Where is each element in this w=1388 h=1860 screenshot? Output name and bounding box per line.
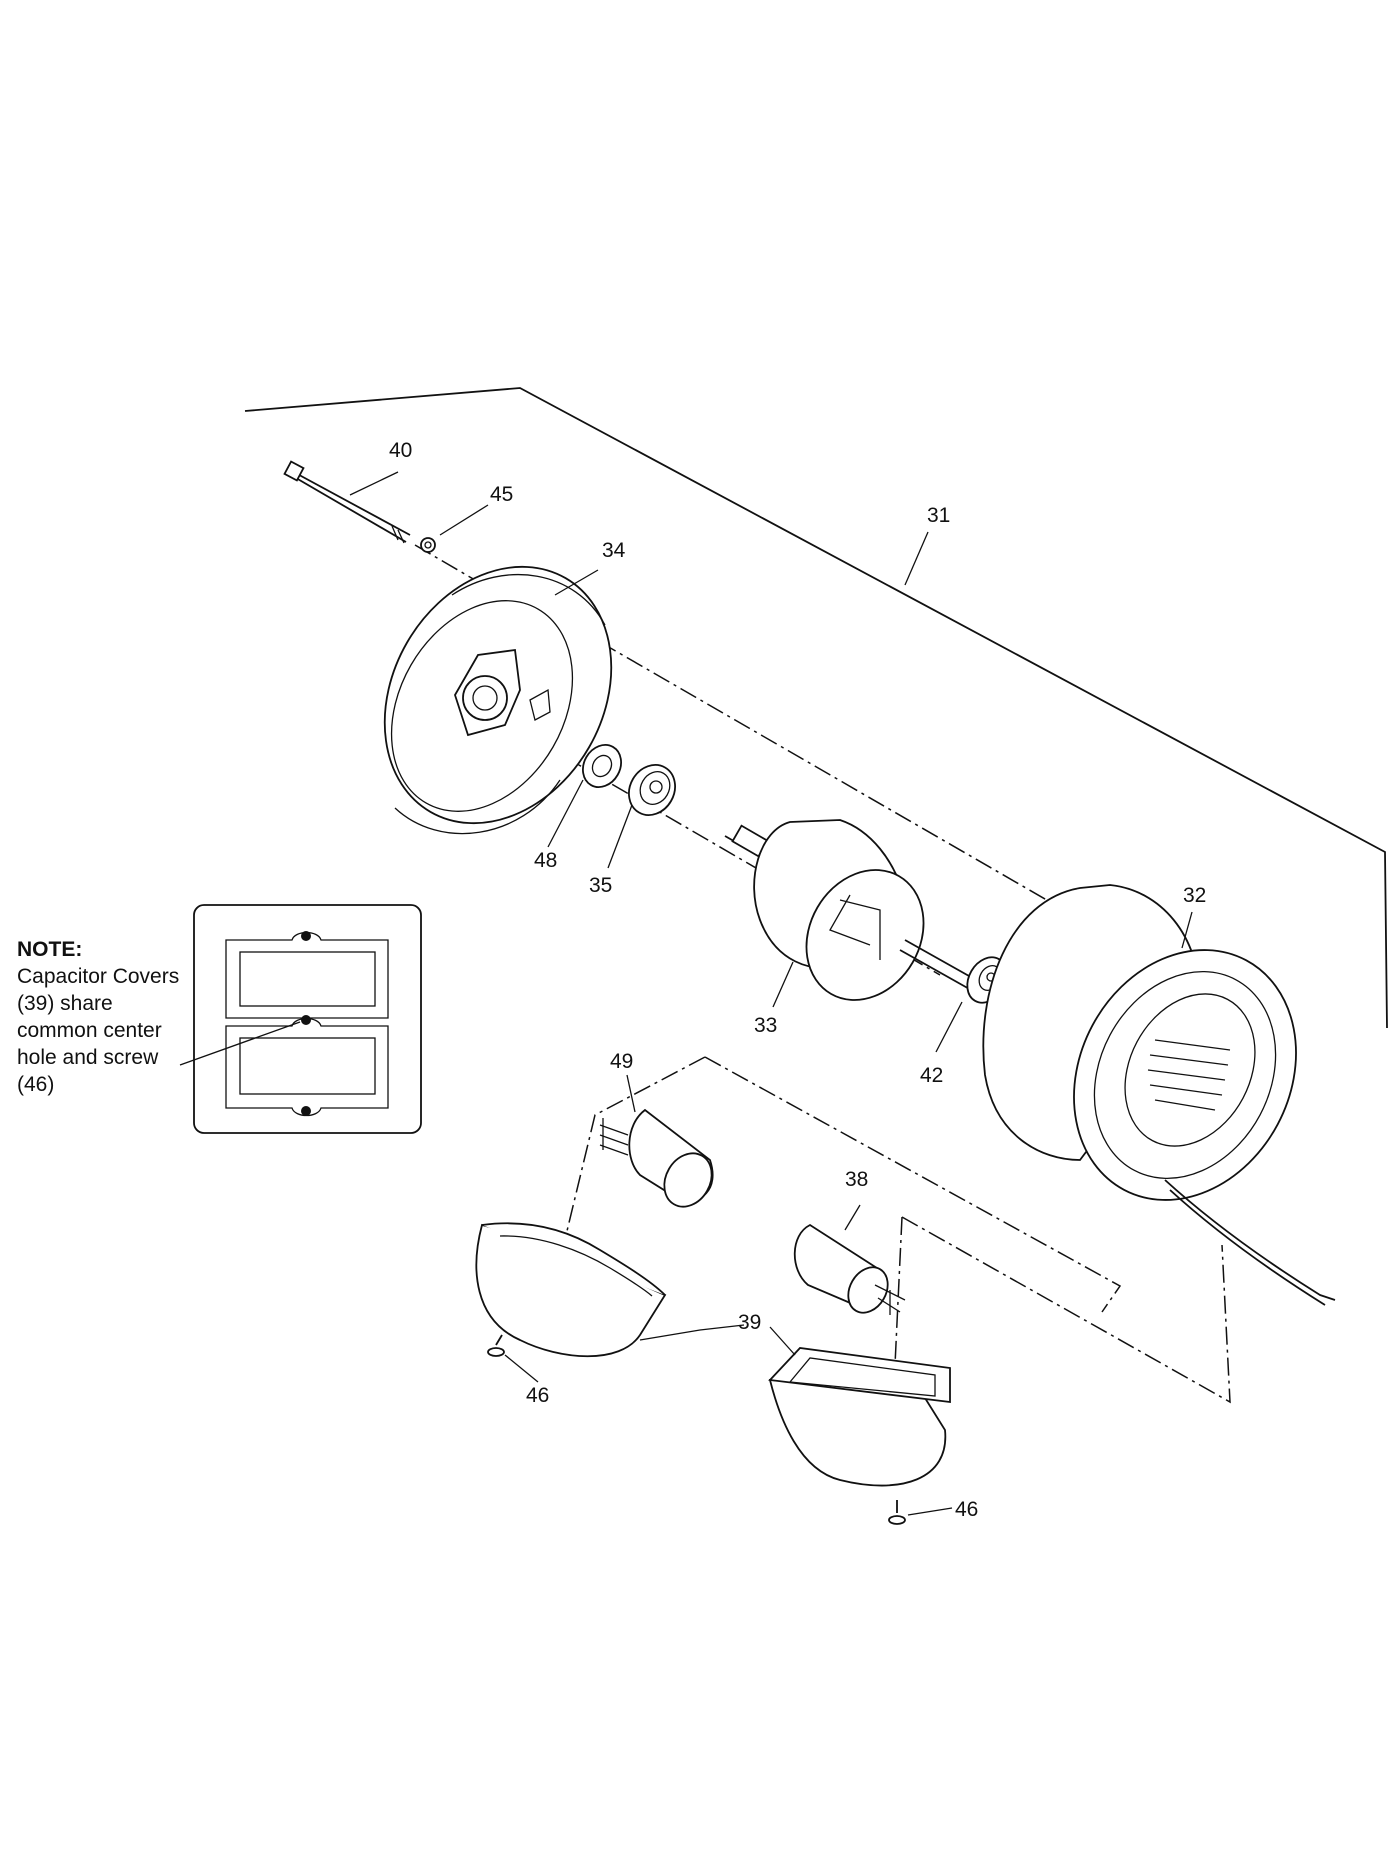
lock-washer-45 bbox=[420, 537, 436, 553]
callout-42: 42 bbox=[920, 1064, 943, 1087]
assembly-bracket-31 bbox=[244, 387, 1388, 1029]
callout-labels: 40 45 34 31 32 48 35 33 42 49 38 39 46 4… bbox=[389, 439, 1206, 1521]
washer-48 bbox=[582, 744, 622, 788]
callout-46-right: 46 bbox=[955, 1498, 978, 1521]
callout-32: 32 bbox=[1183, 884, 1206, 907]
callout-46-left: 46 bbox=[526, 1384, 549, 1407]
leader-lines bbox=[349, 471, 1193, 1516]
cover-hole-top bbox=[301, 931, 311, 941]
callout-40: 40 bbox=[389, 439, 412, 462]
callout-31: 31 bbox=[927, 504, 950, 527]
cover-hole-bottom bbox=[301, 1106, 311, 1116]
callout-48: 48 bbox=[534, 849, 557, 872]
callout-45: 45 bbox=[490, 483, 513, 506]
cover-hole-center bbox=[301, 1015, 311, 1025]
callout-39: 39 bbox=[738, 1311, 761, 1334]
cover-detail-inset bbox=[179, 904, 422, 1134]
callout-34: 34 bbox=[602, 539, 626, 562]
note-title: NOTE: bbox=[17, 938, 83, 961]
screw-46-left bbox=[487, 1334, 505, 1357]
rotor-33 bbox=[724, 819, 986, 1001]
capacitor-38 bbox=[793, 1223, 906, 1315]
capacitor-cover-39-right bbox=[768, 1347, 951, 1487]
callout-33: 33 bbox=[754, 1014, 777, 1037]
bearing-35 bbox=[628, 764, 676, 816]
end-bell-34 bbox=[383, 565, 613, 835]
stator-32 bbox=[982, 884, 1336, 1306]
note-body: Capacitor Covers (39) share common cente… bbox=[17, 965, 180, 1096]
capacitor-cover-note: NOTE: Capacitor Covers (39) share common… bbox=[17, 936, 187, 1098]
callout-49: 49 bbox=[610, 1050, 633, 1073]
through-bolt-40 bbox=[283, 460, 411, 544]
capacitor-49 bbox=[599, 1108, 714, 1208]
screw-46-right bbox=[888, 1500, 906, 1525]
callout-35: 35 bbox=[589, 874, 612, 897]
callout-38: 38 bbox=[845, 1168, 868, 1191]
capacitor-cover-39-left bbox=[475, 1222, 667, 1358]
